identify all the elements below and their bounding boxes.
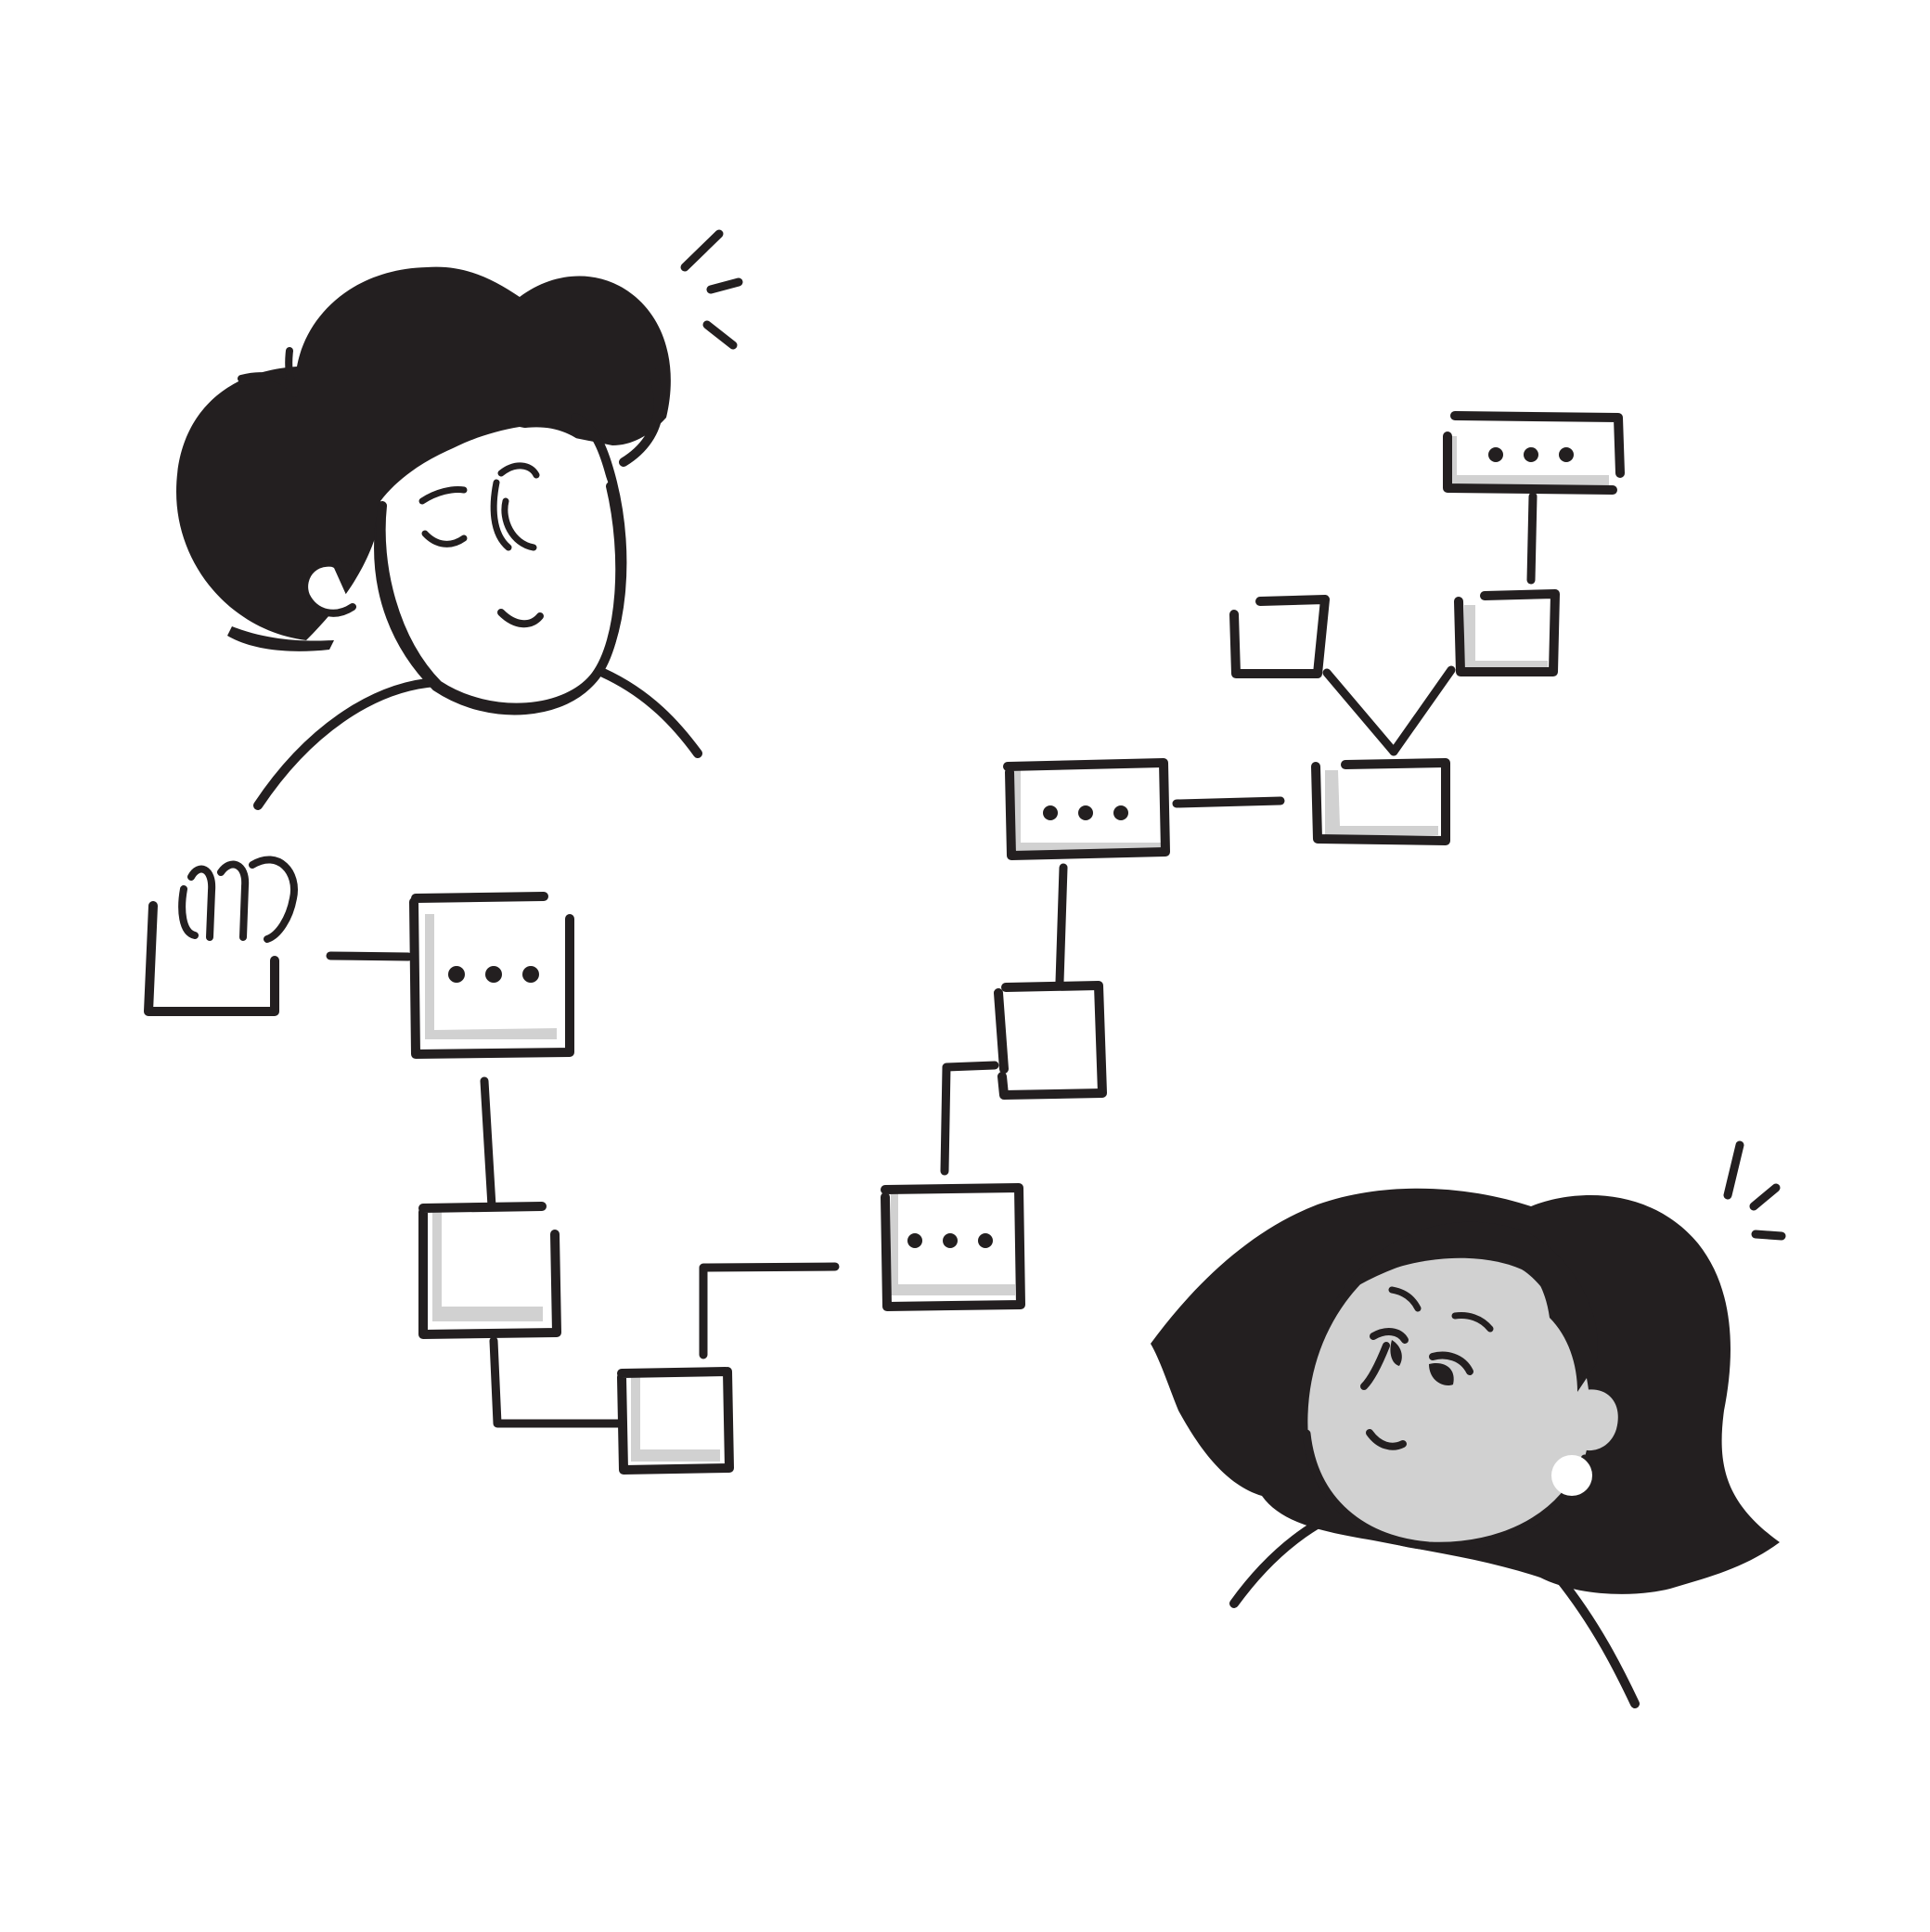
- hand-icon: [174, 856, 298, 943]
- connector-box3-to-box4: [489, 1336, 624, 1428]
- connector-box6-to-box7: [1055, 863, 1068, 986]
- person-bottom-right-bangs: [1336, 1221, 1598, 1392]
- person-bottom-right-mouth: [1366, 1429, 1407, 1450]
- person-bottom-right-ear: [1577, 1389, 1618, 1451]
- connector-box5-to-box6: [940, 1061, 999, 1176]
- person-top-left-mouth: [497, 609, 544, 628]
- connector-box8-to-box9: [1322, 668, 1398, 756]
- connector-hand-to-box: [326, 951, 413, 961]
- person-bottom-right-eye-right-lid: [1429, 1362, 1454, 1386]
- person-top-left-face: [380, 427, 619, 706]
- person-top-left-eye-left: [418, 486, 468, 547]
- attention-lines-icon: [1723, 1140, 1786, 1241]
- node-box-plain-1: [418, 1202, 561, 1339]
- person-bottom-right-eye-left-lid: [1390, 1340, 1402, 1366]
- person-top-left-nose: [490, 479, 512, 551]
- ellipsis-icon: [448, 966, 539, 983]
- node-box-ellipsis-1: [409, 892, 574, 1059]
- person-top-left-hair: [176, 266, 671, 640]
- person-bottom-right-brow-left: [1388, 1286, 1422, 1312]
- person-bottom-right-face-edge: [1302, 1429, 1589, 1551]
- person-bottom-right-face: [1307, 1257, 1590, 1545]
- connector-box2-to-box3: [480, 1076, 496, 1211]
- ellipsis-icon: [907, 1233, 993, 1248]
- connector-box8-to-box10: [1389, 665, 1456, 756]
- person-bottom-right: [1151, 1140, 1786, 1708]
- connector-lines: [326, 492, 1538, 1428]
- person-top-left-face-edge: [376, 482, 625, 713]
- person-top-left-eye-right: [497, 462, 540, 551]
- connector-box7-to-box8: [1172, 796, 1285, 808]
- flow-nodes: [144, 411, 1625, 1475]
- person-top-left-hair-edge: [619, 348, 663, 467]
- person-top-left-hair-tuft: [238, 347, 299, 397]
- person-bottom-right-brow-right: [1451, 1312, 1494, 1333]
- attention-lines-icon: [680, 229, 743, 350]
- person-bottom-right-eye-right: [1429, 1351, 1473, 1375]
- ellipsis-icon: [1043, 805, 1128, 820]
- node-box-ellipsis-2: [881, 1183, 1025, 1311]
- ellipsis-icon: [1488, 447, 1574, 462]
- node-box-plain-2: [617, 1367, 734, 1475]
- person-top-left-shoulders: [253, 668, 702, 810]
- node-box-ellipsis-3: [1003, 758, 1170, 860]
- person-top-left: [176, 229, 743, 810]
- earring-icon: [1551, 1455, 1592, 1496]
- node-box-plain-3: [994, 981, 1107, 1100]
- node-box-ellipsis-4: [1443, 411, 1625, 495]
- person-top-left-hair-lower: [227, 626, 334, 651]
- node-box-plain-5: [1229, 595, 1330, 678]
- node-box-held: [144, 901, 279, 1016]
- person-bottom-right-eye-left: [1360, 1328, 1409, 1390]
- node-box-plain-4: [1311, 758, 1450, 845]
- person-top-left-ear: [303, 563, 351, 612]
- node-box-plain-6: [1454, 589, 1560, 676]
- connector-box10-to-box11: [1526, 492, 1538, 585]
- person-top-left-ear-outline: [301, 559, 356, 617]
- connector-box4-to-box5: [699, 1262, 840, 1359]
